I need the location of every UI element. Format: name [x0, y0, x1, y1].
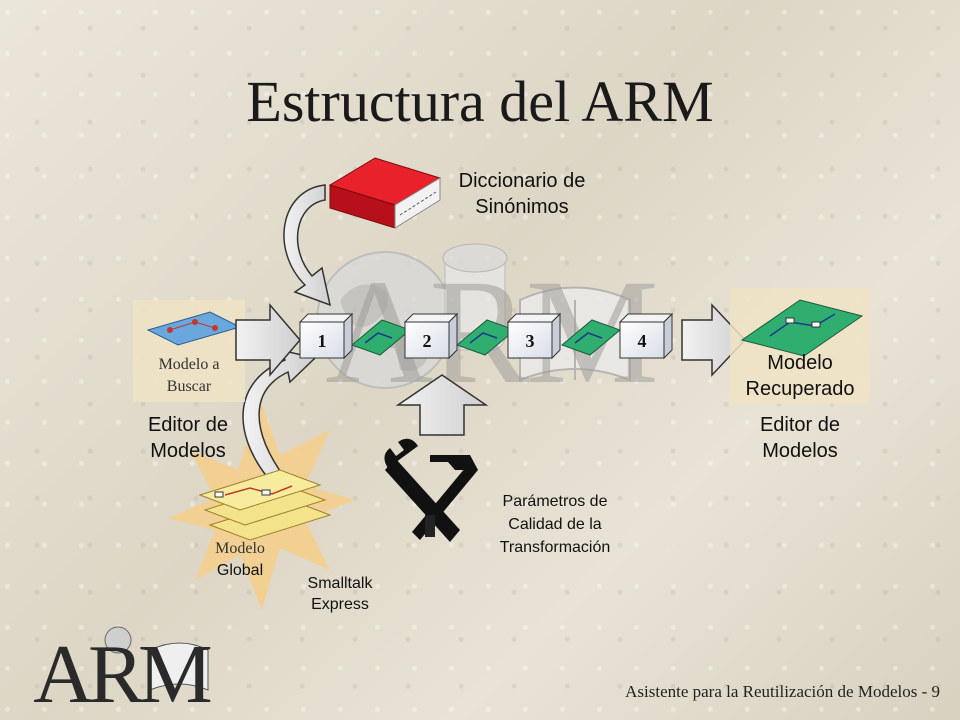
input-model-label-line2: Buscar: [166, 378, 212, 396]
stage-number-2: 2: [423, 331, 432, 351]
quality-label-line3: Transformación: [499, 539, 611, 557]
dictionary-label-line2: Sinónimos: [475, 196, 569, 218]
stage-number-3: 3: [526, 331, 535, 351]
global-model-label-line2: Global: [216, 562, 264, 580]
quality-arrow: [395, 374, 489, 436]
footer-text: Asistente para la Reutilización de Model…: [625, 682, 940, 701]
left-editor-label-line1: Editor de: [147, 414, 229, 436]
stage-cube-2: 2: [403, 312, 459, 360]
global-model-label: Modelo Global: [190, 538, 290, 583]
dictionary-book-icon: [328, 157, 442, 229]
output-model-label: Modelo Recuperado: [725, 350, 875, 402]
global-model-icon: [198, 469, 332, 541]
left-editor-label-line2: Modelos: [150, 440, 226, 462]
smalltalk-label-line2: Express: [311, 595, 369, 613]
stage-cube-1: 1: [298, 312, 354, 360]
dictionary-label-line1: Diccionario de: [458, 170, 586, 192]
right-editor-label-line2: Modelos: [762, 440, 838, 462]
output-model-label-line1: Modelo: [767, 352, 833, 374]
global-model-label-line1: Modelo: [215, 540, 265, 557]
right-editor-label-line1: Editor de: [759, 414, 841, 436]
stage-number-1: 1: [318, 331, 327, 351]
page-title: Estructura del ARM: [246, 69, 714, 134]
smalltalk-label-line1: Smalltalk: [307, 575, 373, 592]
tools-icon: [384, 438, 478, 542]
smalltalk-label: Smalltalk Express: [280, 574, 400, 616]
quality-label-line1: Parámetros de: [502, 493, 608, 510]
dictionary-arrow: [283, 184, 332, 307]
arm-logo: ARM: [33, 626, 217, 720]
input-model-label-line1: Modelo a: [158, 356, 220, 373]
output-model-label-line2: Recuperado: [745, 378, 855, 400]
dictionary-label: Diccionario de Sinónimos: [438, 168, 606, 220]
right-editor-label: Editor de Modelos: [725, 412, 875, 464]
stage-cube-4: 4: [618, 312, 674, 360]
stage-cube-3: 3: [506, 312, 562, 360]
input-model-label: Modelo a Buscar: [133, 354, 245, 399]
input-model-panel: [133, 300, 245, 402]
quality-label: Parámetros de Calidad de la Transformaci…: [470, 490, 640, 560]
logo-text: ARM: [33, 628, 211, 720]
left-editor-label: Editor de Modelos: [113, 412, 263, 464]
output-arrow: [681, 303, 747, 377]
quality-label-line2: Calidad de la: [508, 516, 602, 534]
input-arrow: [235, 302, 301, 378]
stage-number-4: 4: [638, 331, 647, 351]
output-model-icon: [740, 299, 864, 357]
